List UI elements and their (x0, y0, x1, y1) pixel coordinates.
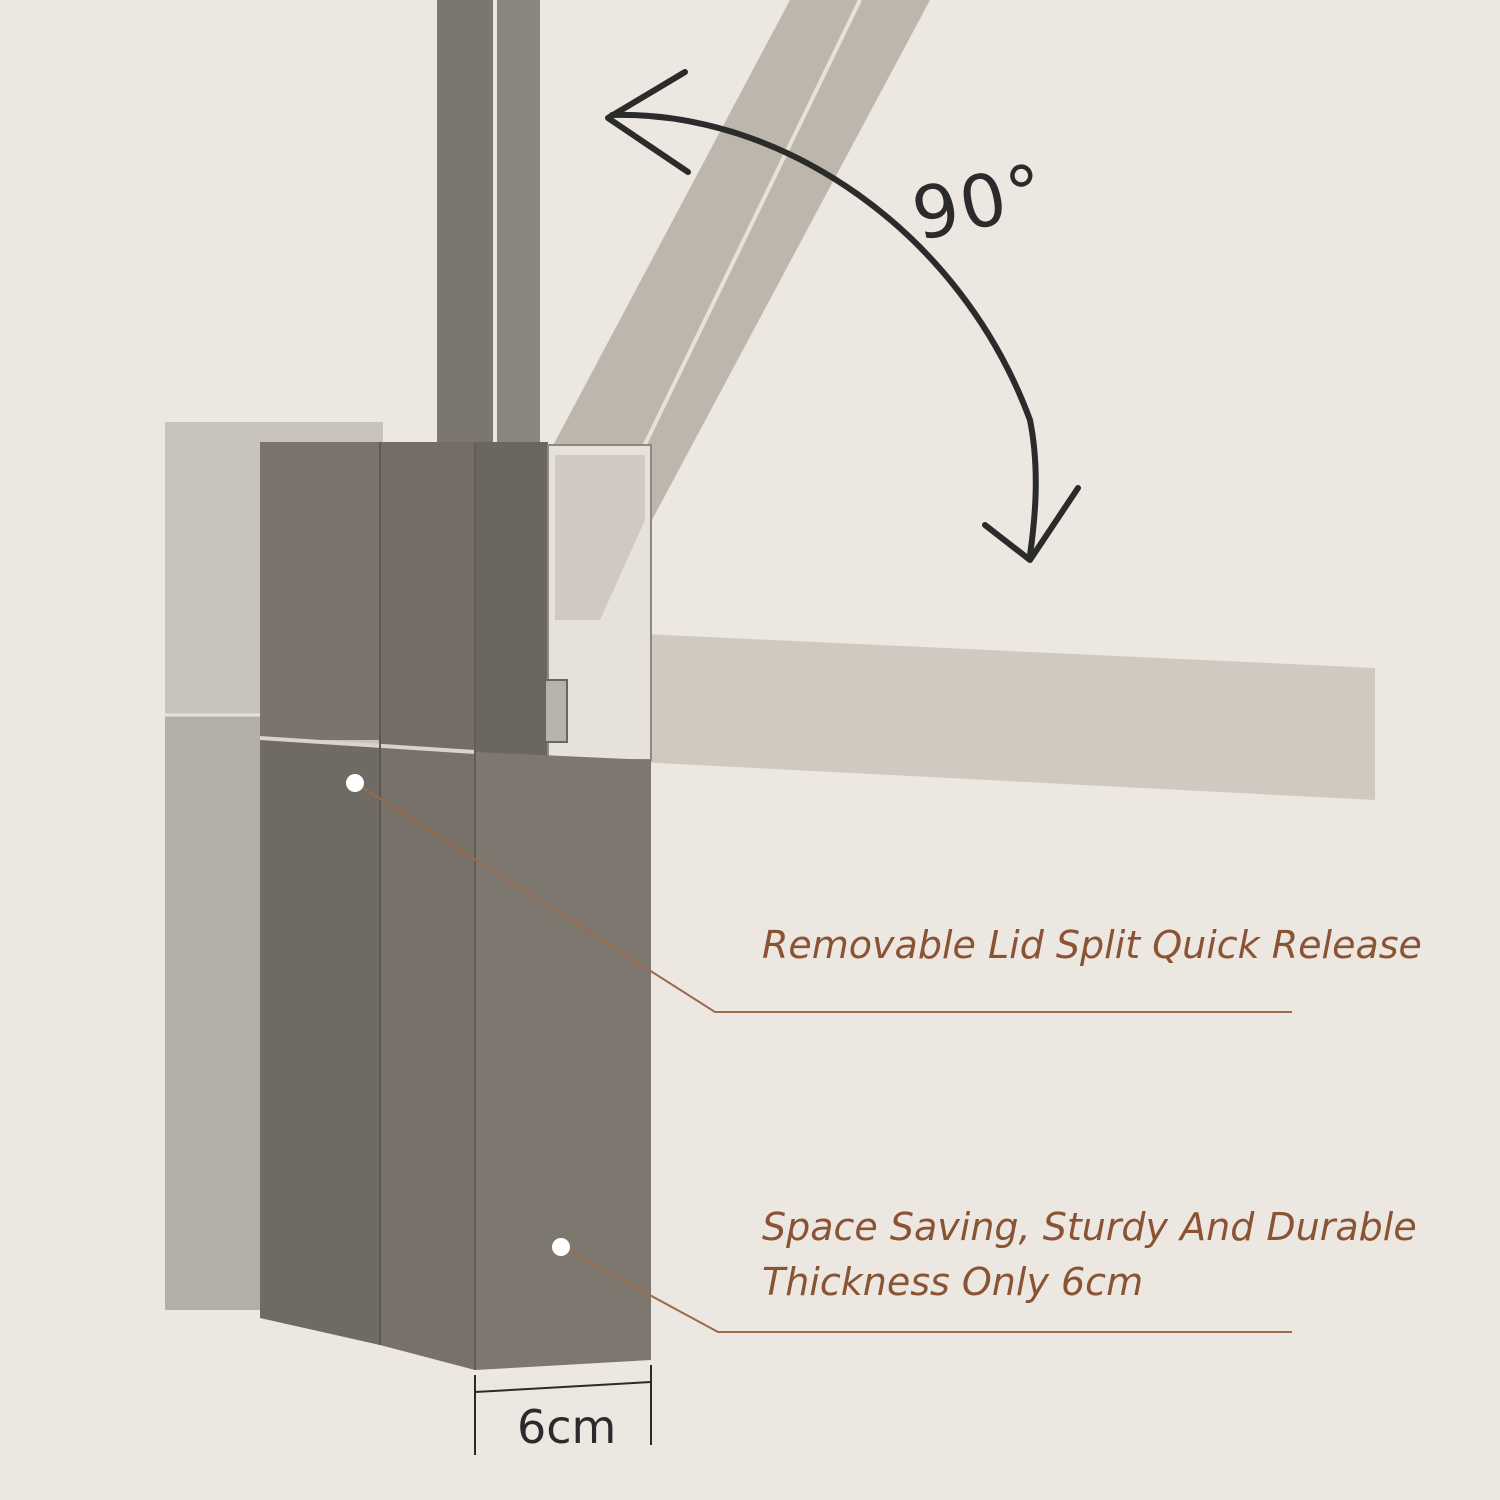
thickness-dimension-label: 6cm (517, 1400, 617, 1454)
callout-size-line2: Thickness Only 6cm (762, 1260, 1144, 1305)
ghost-back-panel-lower (165, 715, 265, 1310)
box-body-center (380, 745, 475, 1370)
lid-seam (259, 736, 476, 754)
box-lid-middle (380, 442, 475, 752)
handle-shaft-right (495, 0, 540, 445)
dimension-line (474, 1381, 652, 1393)
callout-size-feature: Space Saving, Sturdy And Durable Thickne… (762, 1200, 1417, 1310)
hinge-bracket-inner (555, 455, 645, 620)
box-body-front (260, 738, 380, 1345)
callout-leader-size (560, 1246, 1292, 1333)
rotation-arrowhead-top-icon (605, 69, 691, 175)
ghost-handle-horizontal (600, 632, 1375, 800)
callout-lid-feature: Removable Lid Split Quick Release (762, 918, 1422, 973)
quick-release-latch (544, 679, 568, 743)
callout-lid-text: Removable Lid Split Quick Release (762, 923, 1422, 967)
callout-leader-lid (354, 782, 1292, 1013)
rotation-arrowhead-bottom-icon (982, 485, 1081, 563)
marker-size-icon (552, 1238, 570, 1256)
rotation-arrow-curve-icon (609, 111, 1039, 558)
handle-shaft-left (437, 0, 495, 445)
callout-size-line1: Space Saving, Sturdy And Durable (762, 1205, 1417, 1249)
marker-lid-icon (346, 774, 364, 792)
box-lid-side (475, 442, 548, 760)
box-body-side (475, 752, 651, 1370)
box-lid-front (260, 442, 380, 740)
